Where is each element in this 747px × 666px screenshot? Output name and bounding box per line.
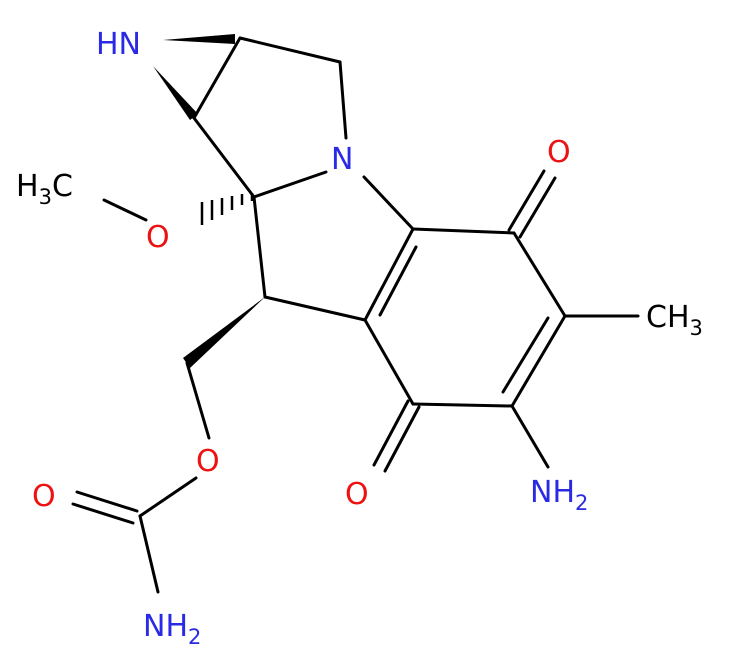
bond-c6-nh2	[510, 404, 550, 469]
bond-c8-o-b	[518, 176, 557, 239]
bond-o-ch3	[102, 198, 148, 222]
atom-labels: HN H3C O N O O CH3 NH2 O O NH2	[16, 27, 703, 649]
bond-c9-c4a	[263, 295, 367, 322]
bond-c-o-double-a	[75, 490, 139, 513]
bond-c9a-n	[252, 170, 328, 199]
wedge-bond-aziridine-top	[163, 34, 235, 44]
bond-c8a-c8	[411, 227, 516, 235]
wedge-bond-ch2-carbamate	[183, 297, 265, 368]
bond-c-nh2	[138, 514, 160, 594]
carbamate-carbonyl-oxygen-label: O	[32, 479, 56, 514]
bond-c7-c6	[510, 314, 567, 408]
amino-group-label: NH2	[530, 475, 588, 515]
bond-ch2-o	[185, 361, 211, 440]
quinone-oxygen-top-label: O	[547, 135, 571, 170]
bond-c8-c7	[512, 231, 567, 318]
bond-c6-c5	[411, 402, 514, 408]
carbamate-ester-oxygen-label: O	[196, 444, 220, 479]
aziridine-nh-label: HN	[96, 27, 141, 62]
bond-c-o-double-b	[71, 502, 135, 525]
ring-nitrogen-label: N	[331, 142, 353, 177]
bond-c2-c9a	[192, 116, 256, 199]
bond-c9a-c9	[252, 195, 267, 299]
bond-c7-c6-inner	[501, 316, 550, 394]
wedge-bond-aziridine-left	[153, 66, 198, 120]
quinone-oxygen-bottom-label: O	[345, 477, 369, 512]
methyl-group-label: CH3	[646, 300, 703, 340]
bond-n-c8a	[362, 175, 415, 231]
bond-c5-c4a	[363, 318, 415, 406]
bond-c8-o-a	[507, 169, 546, 232]
bond-c8a-c4a-inner	[378, 245, 418, 317]
bond-ch2-n	[338, 60, 348, 140]
bond-o-c-carbamate	[138, 476, 198, 518]
bonds	[71, 34, 640, 594]
bond-c8a-c4a	[363, 227, 415, 322]
bond-c1-ch2	[238, 36, 342, 64]
carbamate-amine-label: NH2	[143, 609, 201, 649]
bond-c5-o-a	[372, 399, 410, 467]
bond-c5-o-b	[383, 405, 421, 473]
methoxy-carbon-label: H3C	[16, 169, 73, 209]
hashed-bond-methoxy	[200, 193, 254, 225]
methoxy-oxygen-label: O	[146, 220, 170, 255]
bond-aziridine-c1-c2	[192, 36, 242, 120]
